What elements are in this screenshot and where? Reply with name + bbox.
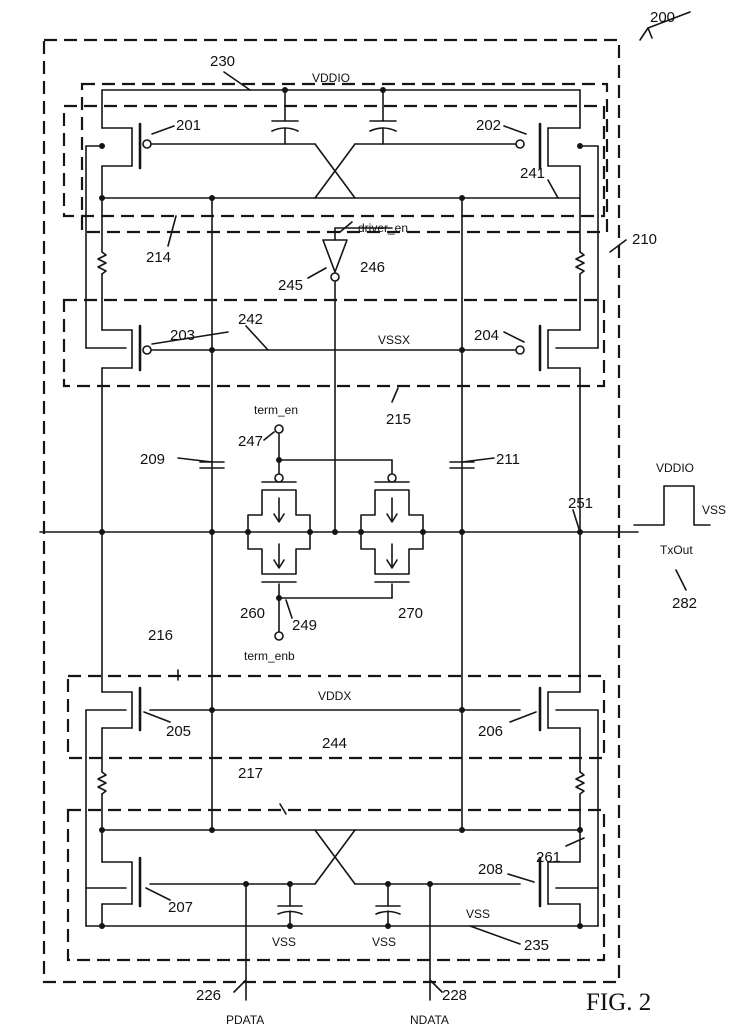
signal-wave-high: VDDIO (656, 461, 694, 475)
signal-term-en: term_en (254, 403, 298, 417)
signal-driver-en: driver_en (358, 221, 408, 235)
boundary-217 (66, 808, 606, 962)
signal-vddx: VDDX (318, 689, 351, 703)
label-246: 246 (360, 259, 385, 276)
label-242: 242 (238, 311, 263, 328)
boundary-200 (42, 38, 621, 984)
label-205: 205 (166, 723, 191, 740)
label-261: 261 (536, 849, 561, 866)
label-211: 211 (496, 451, 520, 468)
signal-vss-right: VSS (466, 907, 490, 921)
signal-pdata: PDATA (226, 1013, 264, 1027)
signal-labels: VDDIO driver_en VSSX term_en VDDIO VSS T… (226, 71, 726, 1027)
label-244: 244 (322, 735, 347, 752)
boundary-215 (62, 298, 606, 388)
label-204: 204 (474, 327, 499, 344)
label-217: 217 (238, 765, 263, 782)
label-207: 207 (168, 899, 193, 916)
label-206: 206 (478, 723, 503, 740)
transistor-gates (138, 122, 542, 908)
boundary-216 (66, 674, 606, 760)
signal-vssx: VSSX (378, 333, 410, 347)
gate-bubbles (142, 139, 525, 641)
figure-caption: FIG. 2 (586, 989, 651, 1016)
label-226: 226 (196, 987, 221, 1004)
label-245: 245 (278, 277, 303, 294)
leader-lines (143, 11, 691, 993)
label-214: 214 (146, 249, 171, 266)
signal-ndata: NDATA (410, 1013, 449, 1027)
signal-txout: TxOut (660, 543, 693, 557)
label-251: 251 (568, 495, 593, 512)
label-215: 215 (386, 411, 411, 428)
label-241: 241 (520, 165, 545, 182)
label-228: 228 (442, 987, 467, 1004)
label-202: 202 (476, 117, 501, 134)
label-235: 235 (524, 937, 549, 954)
label-230: 230 (210, 53, 235, 70)
signal-vss-mid: VSS (372, 935, 396, 949)
label-270: 270 (398, 605, 423, 622)
junction-dots (99, 87, 583, 929)
label-210: 210 (632, 231, 657, 248)
label-216: 216 (148, 627, 173, 644)
dashed-boundaries (42, 38, 621, 984)
label-203: 203 (170, 327, 195, 344)
reference-labels: 200 230 201 202 241 214 210 245 246 242 … (140, 9, 697, 1004)
label-208: 208 (478, 861, 503, 878)
boundary-214 (62, 104, 606, 218)
label-201: 201 (176, 117, 201, 134)
signal-wave-low: VSS (702, 503, 726, 517)
signal-vddio-rail: VDDIO (312, 71, 350, 85)
label-260: 260 (240, 605, 265, 622)
boundary-230 (80, 82, 609, 234)
label-249: 249 (292, 617, 317, 634)
signal-term-enb: term_enb (244, 649, 295, 663)
signal-vss-left: VSS (272, 935, 296, 949)
label-247: 247 (238, 433, 263, 450)
label-200: 200 (650, 9, 675, 26)
label-282: 282 (672, 595, 697, 612)
label-209: 209 (140, 451, 165, 468)
